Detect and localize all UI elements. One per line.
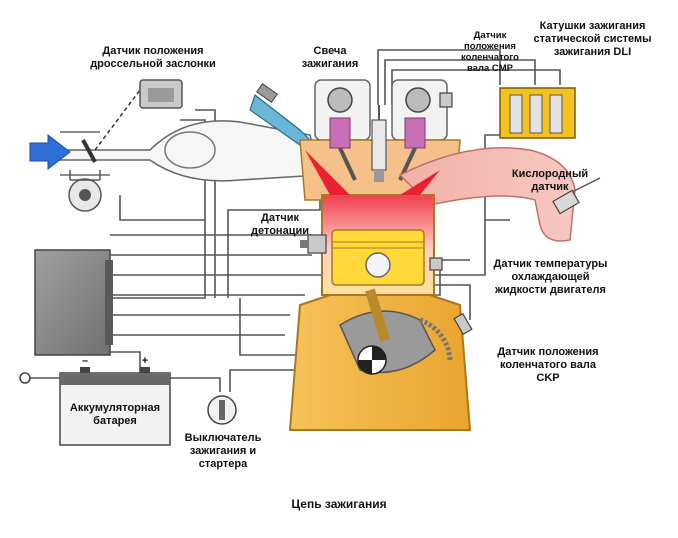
label-coolant-temp-sensor: Датчик температуры охлаждающей жидкости … [493, 258, 608, 296]
throttle-position-sensor-icon [139, 79, 183, 109]
battery-minus-sign: – [81, 355, 89, 367]
cmp-sensor-icon [439, 92, 453, 108]
ckp-sensor-icon [419, 312, 473, 361]
battery-plus-sign: + [141, 355, 149, 367]
label-spark-plug: Свеча зажигания [301, 45, 359, 70]
diagram-caption: Цепь зажигания [291, 497, 387, 511]
coolant-temp-sensor-icon [429, 257, 443, 271]
throttle-valve [81, 89, 141, 163]
idle-air-control-icon [68, 170, 102, 212]
engine-block [288, 288, 472, 431]
battery-icon [19, 367, 171, 446]
piston [331, 229, 425, 286]
exhaust-manifold [398, 147, 576, 242]
ecu-module [34, 249, 113, 356]
dli-ignition-coils-icon [499, 87, 576, 139]
spark-plug-icon [371, 105, 387, 182]
label-ckp-sensor: Датчик положения коленчатого вала CKP [497, 346, 599, 384]
air-flow-arrow-icon [29, 133, 71, 171]
knock-sensor-icon [300, 234, 327, 254]
label-knock-sensor: Датчик детонации [251, 212, 309, 237]
label-cmp-sensor: Датчик положения коленчатого вала CMP [461, 30, 519, 74]
ignition-switch-icon [207, 395, 237, 425]
label-oxygen-sensor: Кислородный датчик [511, 168, 589, 193]
label-ignition-switch: Выключатель зажигания и стартера [184, 432, 262, 470]
label-dli-coils: Катушки зажигания статической системы за… [533, 20, 652, 58]
label-throttle-sensor: Датчик положения дроссельной заслонки [90, 45, 216, 70]
oxygen-sensor-icon [552, 177, 601, 215]
label-battery: Аккумуляторная батарея [69, 402, 161, 427]
